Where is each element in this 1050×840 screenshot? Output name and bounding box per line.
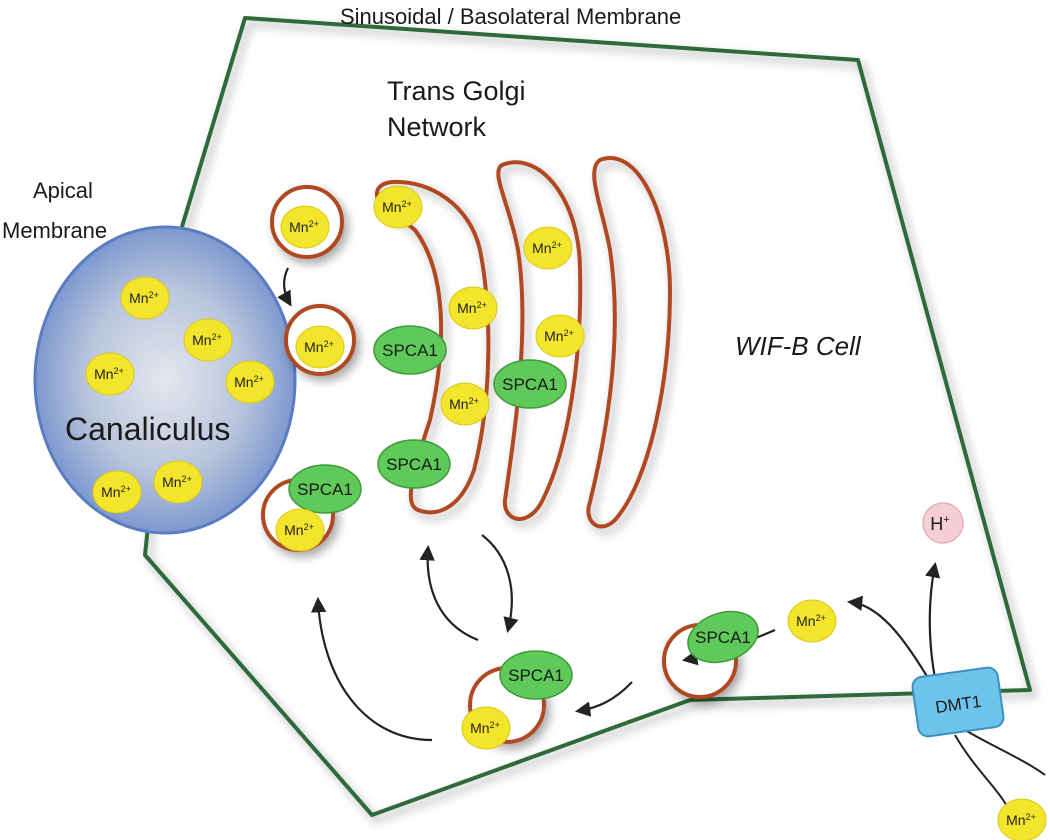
cell-label: WIF-B Cell (735, 331, 862, 361)
golgi-cisterna-2 (496, 160, 583, 521)
mn-ion-label: Mn2+ (234, 374, 264, 390)
mn-ion: Mn2+ (997, 798, 1047, 840)
mn-ion-label: Mn2+ (284, 522, 314, 538)
spca1-label: SPCA1 (508, 666, 564, 685)
svg-text:H+: H+ (930, 514, 949, 534)
mn-ion: Mn2+ (523, 226, 573, 270)
mn-ion-label: Mn2+ (289, 219, 319, 235)
arrow-dmt1-mn (846, 595, 929, 679)
mn-ion-label: Mn2+ (544, 328, 574, 344)
proton-charge: + (943, 514, 949, 526)
basolateral-membrane-label: Sinusoidal / Basolateral Membrane (340, 4, 681, 29)
mn-ion: Mn2+ (440, 382, 490, 426)
spca1-label: SPCA1 (695, 628, 751, 647)
arrow-golgi-up (419, 544, 479, 642)
mn-ion-label: Mn2+ (457, 300, 487, 316)
spca1-label: SPCA1 (386, 455, 442, 474)
mn-ion: Mn2+ (275, 508, 325, 552)
mn-ion-label: Mn2+ (796, 613, 826, 629)
vesicles (261, 185, 738, 744)
mn-ion: Mn2+ (787, 599, 837, 643)
mn-ion-label: Mn2+ (304, 339, 334, 355)
mn-ion-label: Mn2+ (470, 720, 500, 736)
arrow-dmt1-proton (925, 561, 941, 679)
apical-label-line2: Membrane (2, 218, 107, 243)
apical-label-line1: Apical (33, 178, 93, 203)
mn-ion-label: Mn2+ (162, 474, 192, 490)
spca1-pump: SPCA1 (493, 359, 567, 409)
mn-ion: Mn2+ (183, 318, 233, 362)
mn-ion: Mn2+ (85, 352, 135, 396)
spca1-pump: SPCA1 (499, 650, 573, 700)
mn-ion-label: Mn2+ (101, 484, 131, 500)
spca1-pump: SPCA1 (687, 610, 759, 664)
mn-ion-label: Mn2+ (382, 199, 412, 215)
arrow-to-apical (310, 596, 433, 742)
spca1-label: SPCA1 (502, 375, 558, 394)
tgn-label-line1: Trans Golgi (387, 76, 526, 106)
proton-symbol: H (930, 514, 943, 534)
mn-ion-label: Mn2+ (449, 396, 479, 412)
spca1-pump: SPCA1 (288, 464, 362, 514)
tgn-label-line2: Network (387, 112, 487, 142)
spca1-pump: SPCA1 (373, 325, 447, 375)
dmt1-transporter: DMT1 (911, 666, 1005, 738)
mn-ion-label: Mn2+ (129, 290, 159, 306)
canaliculus (33, 225, 297, 535)
mn-ion-label: Mn2+ (94, 366, 124, 382)
mn-ion: Mn2+ (120, 276, 170, 320)
spca1-label: SPCA1 (297, 480, 353, 499)
golgi-cisterna-3 (586, 156, 673, 529)
mn-ion: Mn2+ (535, 314, 585, 358)
dmt1-outside-lines (954, 729, 1046, 813)
canaliculus-label: Canaliculus (65, 411, 230, 447)
arrows (277, 267, 941, 742)
mn-ion: Mn2+ (373, 185, 423, 229)
mn-ion-label: Mn2+ (1006, 812, 1036, 828)
arrow-to-bottom-vesicle (574, 681, 633, 717)
mn-ion: Mn2+ (280, 205, 330, 249)
mn-ion: Mn2+ (461, 706, 511, 750)
mn-ion-layer: Mn2+ Mn2+ Mn2+ Mn2+ Mn2+ Mn2+ Mn2+ Mn2+ Mn2+ Mn2+… (85, 185, 1047, 840)
mn-ion-label: Mn2+ (192, 332, 222, 348)
arrow-vesicle-down (277, 267, 292, 307)
mn-ion-label: Mn2+ (532, 240, 562, 256)
mn-ion: Mn2+ (448, 286, 498, 330)
arrow-golgi-down (481, 534, 519, 633)
proton-ion: H+ (922, 502, 964, 544)
mn-ion: Mn2+ (225, 360, 275, 404)
spca1-label: SPCA1 (382, 341, 438, 360)
mn-ion: Mn2+ (153, 460, 203, 504)
mn-ion: Mn2+ (295, 325, 345, 369)
mn-ion: Mn2+ (92, 470, 142, 514)
spca1-pump: SPCA1 (377, 439, 451, 489)
